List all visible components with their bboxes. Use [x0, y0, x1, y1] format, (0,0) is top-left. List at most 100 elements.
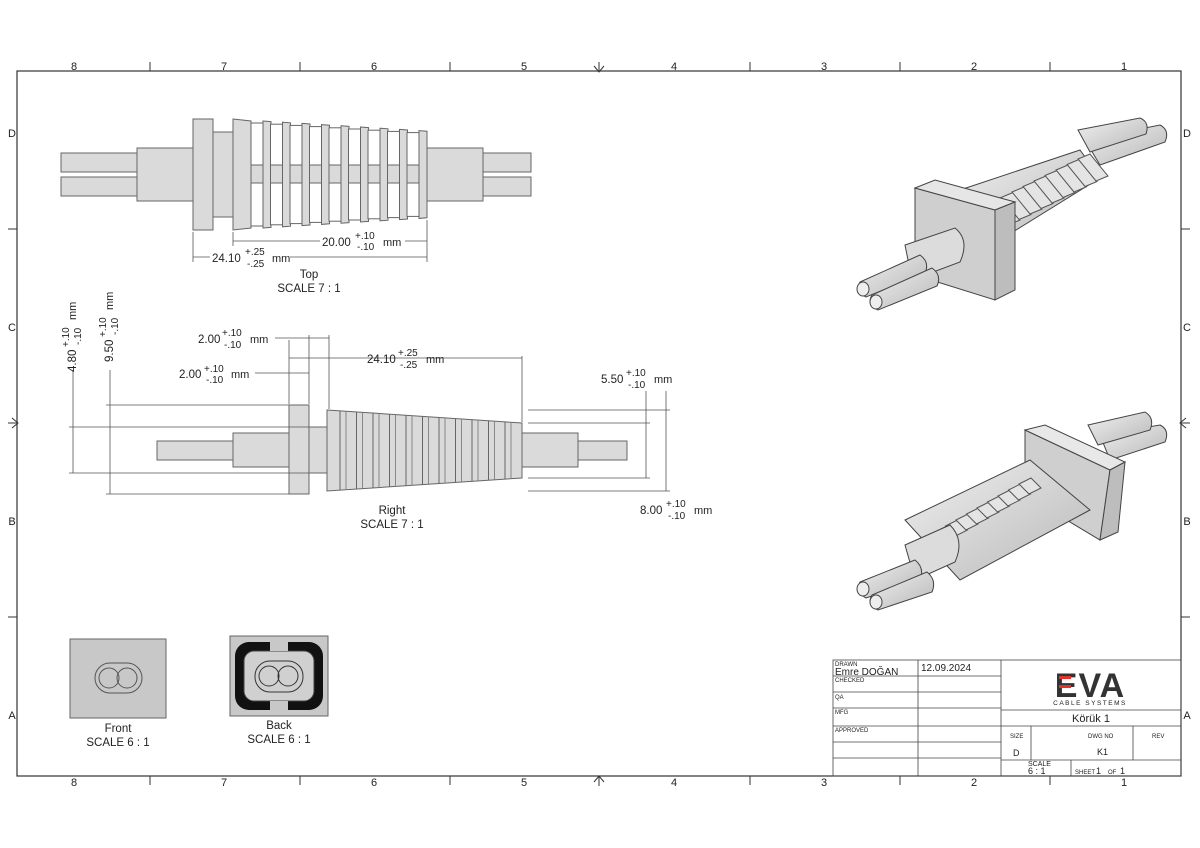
size-value: D: [1013, 748, 1020, 758]
dim-top-24: 24.10 +.25 -.25 mm: [212, 247, 290, 270]
dim-nominal: 2.00: [198, 334, 220, 346]
dim-tol-plus: +.10: [98, 317, 109, 337]
dim-nominal: 4.80: [67, 350, 79, 372]
rev-label: REV: [1152, 734, 1164, 740]
bellows-fin: [399, 128, 408, 221]
zone-row-label: C: [1183, 322, 1191, 334]
iso-fin: [1055, 164, 1087, 193]
bellows-web: [250, 164, 264, 184]
dim-nominal: 2.00: [179, 369, 201, 381]
zone-row-label: B: [8, 516, 15, 528]
dim-unit: mm: [654, 374, 672, 386]
dim-tol-plus: +.10: [204, 364, 224, 375]
view-label-right: Right: [379, 505, 407, 517]
iso-fin: [1007, 483, 1032, 501]
dim-tol-minus: -.10: [224, 340, 242, 351]
zone-col-label: 8: [71, 777, 77, 789]
dim-tol-plus: +.10: [355, 231, 375, 242]
scale-value: 6 : 1: [1028, 766, 1046, 776]
dim-unit: mm: [694, 505, 712, 517]
zone-row-label: D: [1183, 128, 1191, 140]
zone-col-label: 5: [521, 61, 527, 73]
logo-sub: CABLE SYSTEMS: [1053, 700, 1127, 707]
iso-view-upper: [856, 117, 1168, 311]
bellows-slot: [348, 182, 361, 221]
iso-fin: [1033, 175, 1065, 204]
bellows-slot: [270, 123, 283, 166]
bellows-fin: [340, 125, 350, 224]
view-label-top: Top: [300, 269, 319, 281]
drawing-title: Körük 1: [1072, 713, 1110, 725]
bellows-slot: [367, 182, 381, 220]
dim-right-2a: 2.00 +.10 -.10 mm: [198, 328, 268, 351]
iso-fin: [1077, 153, 1109, 182]
bellows-slot: [328, 127, 342, 166]
bellows-web: [309, 164, 322, 184]
zone-col-label: 6: [371, 777, 377, 789]
drawn-label: DRAWN: [835, 662, 857, 668]
bellows-slot: [250, 122, 264, 166]
dim-nominal: 5.50: [601, 374, 623, 386]
drawn-name: Emre DOĞAN: [835, 665, 898, 678]
dim-tol-minus: -.10: [110, 317, 121, 335]
zone-col-label: 7: [221, 61, 227, 73]
bellows-slot: [309, 182, 322, 223]
dim-tol-plus: +.10: [626, 368, 646, 379]
qa-label: QA: [835, 695, 844, 701]
view-label-front: Front: [105, 723, 133, 735]
dim-tol-plus: +.10: [666, 499, 686, 510]
dim-tol-minus: -.10: [357, 242, 375, 253]
zone-col-label: 8: [71, 61, 77, 73]
iso-fin: [1011, 186, 1043, 215]
bellows-web: [387, 164, 400, 184]
bellows-web: [406, 164, 420, 184]
dim-unit: mm: [383, 237, 401, 249]
dim-tol-plus: +.10: [222, 328, 242, 339]
zone-col-label: 3: [821, 777, 827, 789]
zone-col-label: 5: [521, 777, 527, 789]
zone-row-label: C: [8, 322, 16, 334]
bellows-slot: [387, 182, 400, 219]
right-dims: [69, 335, 670, 495]
iso-fin: [1018, 477, 1042, 495]
dim-right-800: 8.00 +.10 -.10 mm: [640, 499, 712, 522]
bellows-web: [289, 164, 303, 184]
dim-unit: mm: [67, 302, 79, 320]
dim-unit: mm: [426, 354, 444, 366]
dim-top-20: 20.00 +.10 -.10 mm: [322, 231, 401, 253]
dim-tol-minus: -.25: [400, 360, 418, 371]
zone-col-label: 2: [971, 61, 977, 73]
scale-label: SCALE: [1028, 761, 1051, 768]
size-label: SIZE: [1010, 734, 1023, 740]
bellows-fin: [418, 130, 428, 219]
zone-col-label: 1: [1121, 777, 1127, 789]
dim-tol-plus: +.25: [245, 247, 265, 258]
zone-ticks: [8, 62, 1190, 786]
back-view: [229, 635, 329, 717]
dim-nominal: 8.00: [640, 505, 662, 517]
zone-row-label: D: [8, 128, 16, 140]
checked-label: CHECKED: [835, 678, 865, 684]
bellows-fin: [282, 121, 291, 228]
top-dims: [192, 220, 428, 262]
view-scale-top: SCALE 7 : 1: [277, 283, 340, 295]
sheet-value: 1: [1096, 766, 1101, 776]
bellows-slot: [406, 182, 420, 217]
dim-nominal: 9.50: [104, 340, 116, 362]
bellows-fin: [301, 122, 311, 227]
dim-unit: mm: [104, 292, 116, 310]
bellows-fin: [262, 120, 272, 229]
dim-tol-plus: +.25: [398, 348, 418, 359]
dim-right-950: 9.50 +.10 -.10 mm: [98, 292, 121, 362]
iso-fin: [1022, 180, 1054, 210]
bellows-slot: [387, 130, 400, 166]
dim-right-480: 4.80 +.10 -.10 mm: [61, 302, 84, 372]
bellows-web: [328, 164, 342, 184]
zone-col-label: 7: [221, 777, 227, 789]
dim-tol-minus: -.10: [73, 327, 84, 345]
zone-col-label: 2: [971, 777, 977, 789]
dim-nominal: 20.00: [322, 237, 351, 249]
dim-unit: mm: [250, 334, 268, 346]
